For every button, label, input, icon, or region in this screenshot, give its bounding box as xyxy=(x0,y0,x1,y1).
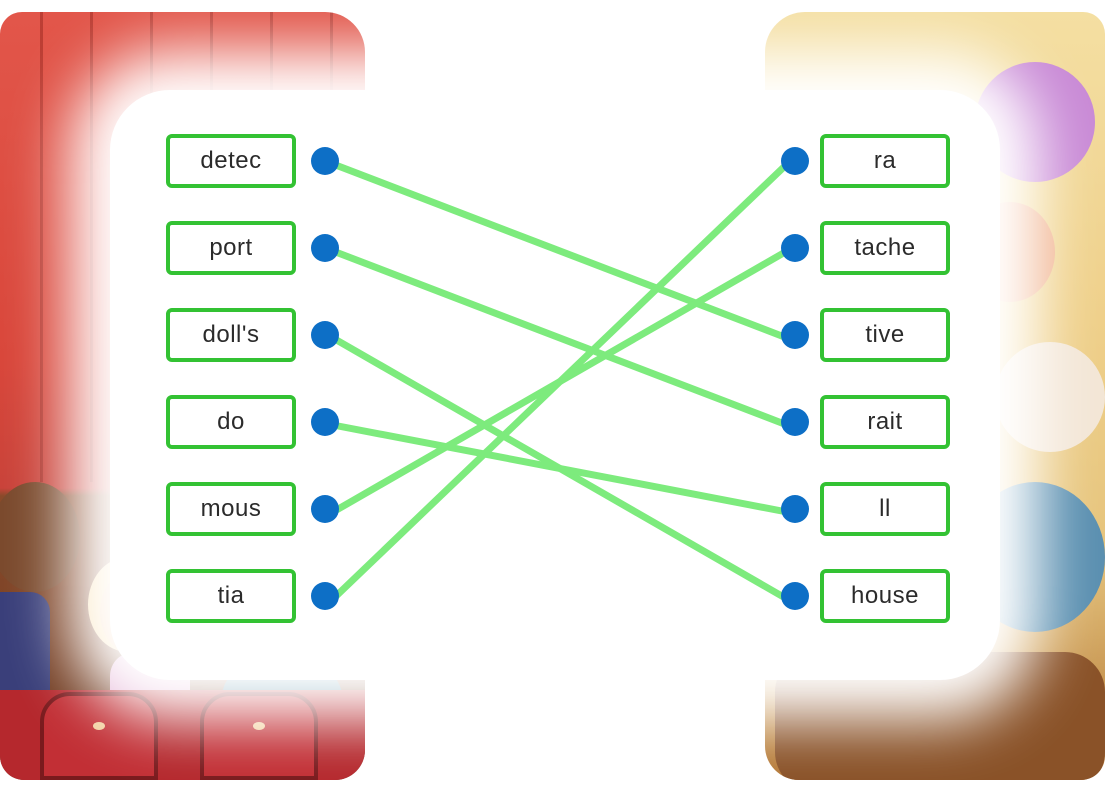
curtain-fold xyxy=(90,12,93,482)
right-word-box[interactable]: tache xyxy=(820,221,950,275)
match-line xyxy=(329,421,791,516)
left-word-box[interactable]: doll's xyxy=(166,308,296,362)
theatre-seat xyxy=(40,692,158,780)
right-connector-dot[interactable] xyxy=(781,582,809,610)
right-connector-dot[interactable] xyxy=(781,495,809,523)
left-word-box[interactable]: detec xyxy=(166,134,296,188)
match-line xyxy=(329,247,791,429)
match-line xyxy=(329,160,791,342)
left-word-box[interactable]: do xyxy=(166,395,296,449)
right-connector-dot[interactable] xyxy=(781,408,809,436)
right-word-box[interactable]: house xyxy=(820,569,950,623)
right-word-box[interactable]: rait xyxy=(820,395,950,449)
left-word-box[interactable]: tia xyxy=(166,569,296,623)
theatre-seat xyxy=(200,692,318,780)
curtain-fold xyxy=(40,12,43,482)
left-connector-dot[interactable] xyxy=(311,408,339,436)
left-connector-dot[interactable] xyxy=(311,234,339,262)
right-word-box[interactable]: tive xyxy=(820,308,950,362)
right-connector-dot[interactable] xyxy=(781,234,809,262)
left-connector-dot[interactable] xyxy=(311,147,339,175)
right-word-box[interactable]: ll xyxy=(820,482,950,536)
right-connector-dot[interactable] xyxy=(781,147,809,175)
left-connector-dot[interactable] xyxy=(311,321,339,349)
left-connector-dot[interactable] xyxy=(311,495,339,523)
left-word-box[interactable]: port xyxy=(166,221,296,275)
right-connector-dot[interactable] xyxy=(781,321,809,349)
character-arm xyxy=(995,342,1105,452)
right-word-box[interactable]: ra xyxy=(820,134,950,188)
left-word-box[interactable]: mous xyxy=(166,482,296,536)
audience-person-head xyxy=(0,482,80,592)
theatre-seats xyxy=(0,690,365,780)
match-line xyxy=(329,160,791,603)
left-connector-dot[interactable] xyxy=(311,582,339,610)
